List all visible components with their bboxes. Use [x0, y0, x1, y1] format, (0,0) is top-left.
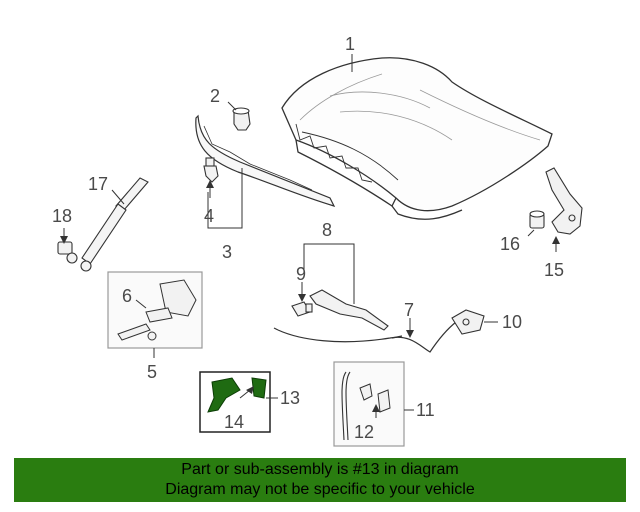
fastener-part-4[interactable] [203, 157, 219, 183]
hinge-bracket-part[interactable] [117, 279, 197, 341]
callout-2: 2 [210, 86, 220, 106]
callout-14: 14 [224, 412, 244, 432]
hood-hinge-part[interactable] [545, 167, 583, 235]
callout-10: 10 [502, 312, 522, 332]
hood-part[interactable] [281, 57, 553, 220]
callout-1: 1 [345, 34, 355, 54]
bumper-part-9[interactable] [291, 301, 313, 317]
callout-17: 17 [88, 174, 108, 194]
info-banner: Part or sub-assembly is #13 in diagram D… [14, 458, 626, 502]
hinge-assembly-part-13[interactable] [207, 377, 267, 413]
callout-11: 11 [416, 400, 435, 420]
callout-9: 9 [296, 264, 306, 284]
latch-support-part[interactable] [309, 289, 389, 331]
banner-line-1: Part or sub-assembly is #13 in diagram [181, 461, 459, 478]
callout-8: 8 [322, 220, 332, 240]
banner-line-2: Diagram may not be specific to your vehi… [165, 481, 475, 498]
release-cable-part[interactable] [273, 321, 457, 353]
callout-6: 6 [122, 286, 132, 306]
rod-holder-part[interactable] [359, 383, 391, 413]
stud-part-18[interactable] [57, 241, 78, 264]
callout-4: 4 [204, 206, 214, 226]
stopper-part-16[interactable] [529, 210, 545, 229]
hood-latch-part[interactable] [451, 309, 485, 335]
callout-13: 13 [280, 388, 300, 408]
callout-18: 18 [52, 206, 72, 226]
callout-3: 3 [222, 242, 232, 262]
kit-box-11 [333, 361, 405, 447]
prop-rod-part[interactable] [341, 371, 351, 441]
hood-strut-part[interactable] [80, 177, 149, 272]
clip-part-2[interactable] [232, 107, 251, 131]
callout-12: 12 [354, 422, 374, 442]
callout-5: 5 [147, 362, 157, 382]
callout-15: 15 [544, 260, 564, 280]
parts-diagram: 1 3 2 4 17 18 6 5 [52, 34, 583, 447]
callout-16: 16 [500, 234, 520, 254]
callout-7: 7 [404, 300, 414, 320]
